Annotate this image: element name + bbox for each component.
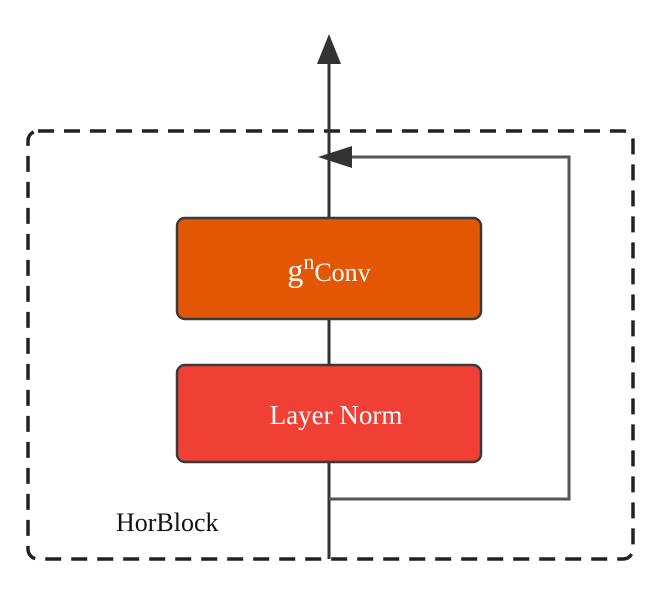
gnconv-label-suffix: Conv — [314, 258, 370, 287]
gnconv-label-superscript: n — [303, 249, 314, 274]
layer-norm-label: Layer Norm — [270, 400, 403, 430]
output-arrow-icon — [317, 34, 341, 64]
horblock-label: HorBlock — [116, 508, 219, 537]
layer-norm-block — [175, 363, 483, 464]
residual-arrow-icon — [318, 146, 352, 168]
gnconv-block — [175, 216, 483, 321]
residual-connection-line — [329, 155, 571, 501]
gnconv-label: gnConv — [287, 249, 370, 288]
gnconv-label-base: g — [287, 252, 303, 288]
